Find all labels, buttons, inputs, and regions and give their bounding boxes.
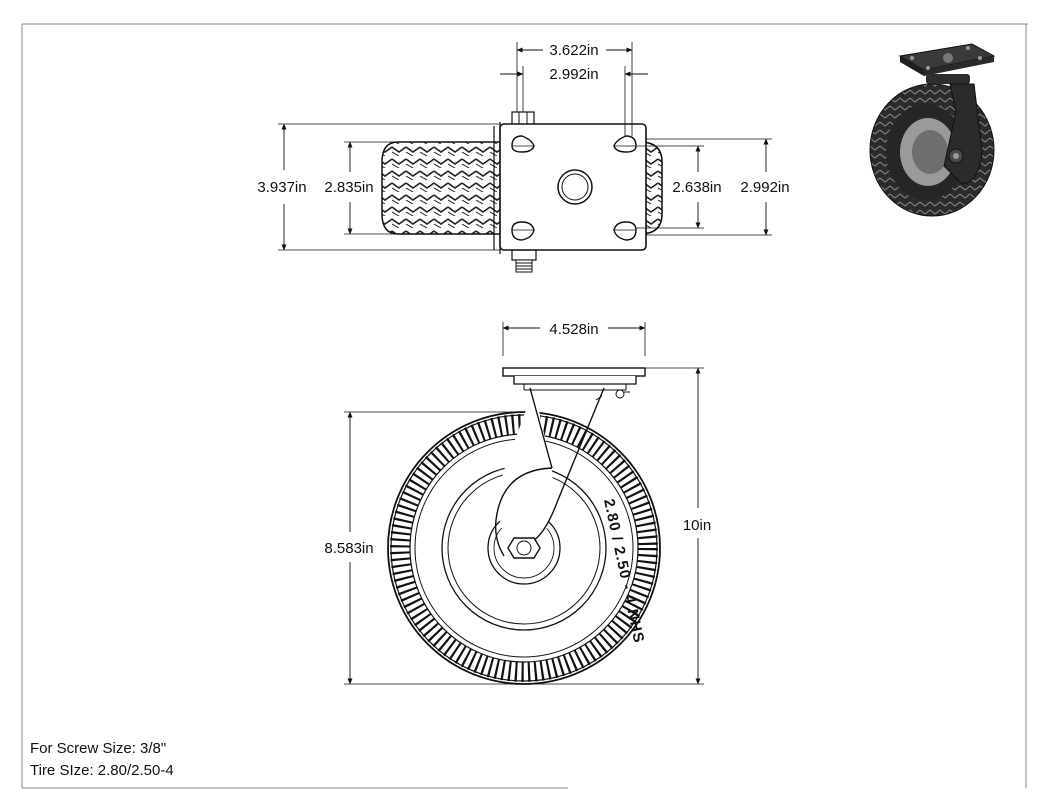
dim-label-overall-height-side: 10in [683,517,711,534]
top-view: 3.622in 2.992in 3.937in 2.835in [257,42,790,273]
dim-plate-length: 4.528in [502,321,646,356]
dim-overall-height-side: 10in [524,367,711,685]
dim-label-plate-length: 4.528in [549,321,598,338]
axle-nut-bottom [511,249,537,273]
sheet-frame [21,23,1028,789]
mounting-plate-side [502,367,646,391]
caster-render-3d [869,43,996,217]
dim-label-overall-height: 3.937in [257,179,306,196]
dim-label-tire-width: 2.835in [324,179,373,196]
dim-overall-height-top: 3.937in [257,123,500,251]
dim-plate-width: 3.622in [516,42,633,136]
side-view: 2.80 / 2.50 - 4 NHS [324,321,711,685]
axle-hex-nut [507,537,541,559]
plate-slot-holes [511,135,637,241]
dim-tire-width: 2.835in [324,141,398,235]
dim-label-plate-width: 3.622in [549,42,598,59]
note-tire-size: Tire SIze: 2.80/2.50-4 [30,762,174,779]
dim-label-hole-spacing-vertical: 2.638in [672,179,721,196]
dim-plate-height: 2.992in [646,138,790,236]
dim-wheel-diameter: 8.583in [324,411,524,685]
note-screw-size: For Screw Size: 3/8" [30,740,167,757]
mounting-plate-top [499,123,647,251]
dim-label-plate-height: 2.992in [740,179,789,196]
side-view-fork [494,387,630,557]
dim-label-hole-spacing: 2.992in [549,66,598,83]
dim-hole-spacing: 2.992in [500,66,648,136]
dim-label-wheel-diameter: 8.583in [324,540,373,557]
dim-hole-spacing-vertical: 2.638in [636,145,722,229]
